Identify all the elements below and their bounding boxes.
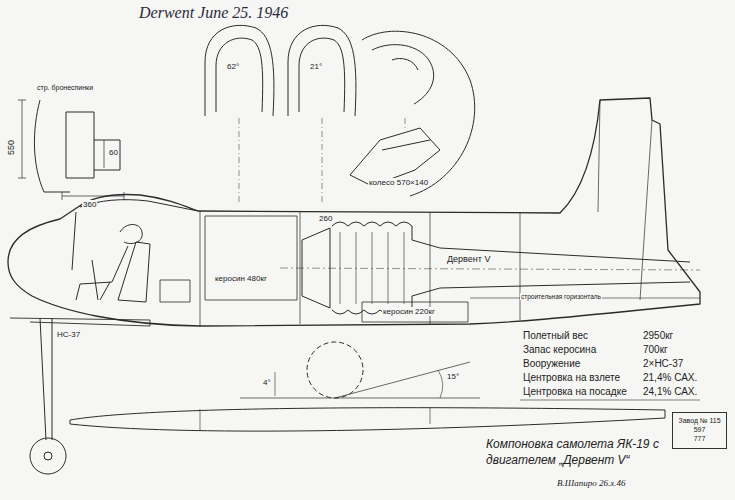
armour-outline <box>34 100 70 192</box>
part-label: керосин 220кг <box>382 307 436 316</box>
part-label: НС-37 <box>56 330 81 339</box>
drawing-title: Компоновка самолета ЯК-19 с двигателем „… <box>486 437 666 468</box>
pilot-figure <box>76 225 142 301</box>
part-label: строительная горизонталь <box>520 293 602 300</box>
table-cell: 24,1% САХ. <box>642 386 698 398</box>
cannon <box>10 318 150 326</box>
table-cell: Запас керосина <box>522 344 597 356</box>
table-rule <box>520 400 700 401</box>
canopy-section <box>288 25 356 116</box>
wing-rib <box>200 407 430 431</box>
stamp-text: 597 <box>678 426 721 435</box>
canopy-frame <box>80 200 198 211</box>
part-label: 550 <box>6 139 16 156</box>
table-cell: Центровка на посадке <box>522 386 628 398</box>
stamp-box: Завод № 115597777 <box>672 412 727 449</box>
handwritten-note: В.Шапиро 26.х.46 <box>556 478 626 488</box>
fuel-tank <box>205 216 297 300</box>
rudder-line <box>598 100 652 300</box>
part-label: 4° <box>262 378 272 387</box>
part-label: 15° <box>446 372 460 381</box>
angle-arc <box>438 370 443 398</box>
table-cell: 700кг <box>642 344 669 356</box>
part-label: 260 <box>318 214 333 223</box>
table-cell: Полетный вес <box>522 330 589 342</box>
handwritten-note: Derwent June 25. 1946 <box>138 4 289 22</box>
equipment-box <box>160 280 190 302</box>
part-label: Дервент V <box>446 254 491 264</box>
detail-circle <box>362 31 475 196</box>
table-cell: 2950кг <box>642 330 674 342</box>
wing-outline <box>70 408 665 431</box>
dimension-line <box>104 140 105 168</box>
seat-outline <box>94 140 120 170</box>
canopy-section <box>205 25 274 116</box>
ground-line <box>240 362 480 398</box>
dimension-line <box>275 372 276 396</box>
canopy-mechanism <box>372 45 434 104</box>
nose-wheel-hub <box>44 452 52 460</box>
projection-line <box>239 118 405 205</box>
combustion-chambers <box>332 222 412 314</box>
engine-detail <box>340 232 404 304</box>
stamp-text: Завод № 115 <box>678 417 721 426</box>
canopy-section <box>216 38 263 112</box>
part-label: 62° <box>226 62 240 71</box>
table-cell: 2×НС-37 <box>642 358 684 370</box>
part-label: колесо 570×140 <box>368 178 429 187</box>
part-label: керосин 480кг <box>214 274 268 283</box>
pilot-seat <box>118 242 150 302</box>
stamp-text: 777 <box>678 435 721 444</box>
part-label: 360 <box>82 200 97 209</box>
nose-wheel <box>30 438 66 474</box>
dimension-line <box>18 100 26 178</box>
part-label: 60 <box>108 148 119 157</box>
main-wheel <box>307 342 363 398</box>
engine-axis <box>280 268 700 270</box>
instrument-panel <box>72 212 98 300</box>
part-label: 21° <box>309 62 323 71</box>
fuselage-outline <box>8 98 700 326</box>
table-cell: Вооружение <box>522 358 581 370</box>
canopy-section <box>299 38 345 112</box>
jet-pipe <box>412 240 690 296</box>
table-cell: 21,4% САХ. <box>642 372 698 384</box>
part-label: стр. бронеспинки <box>36 84 94 92</box>
nose-gear-strut <box>40 318 52 440</box>
armour-plate <box>66 112 94 178</box>
table-cell: Центровка на взлете <box>522 372 621 384</box>
